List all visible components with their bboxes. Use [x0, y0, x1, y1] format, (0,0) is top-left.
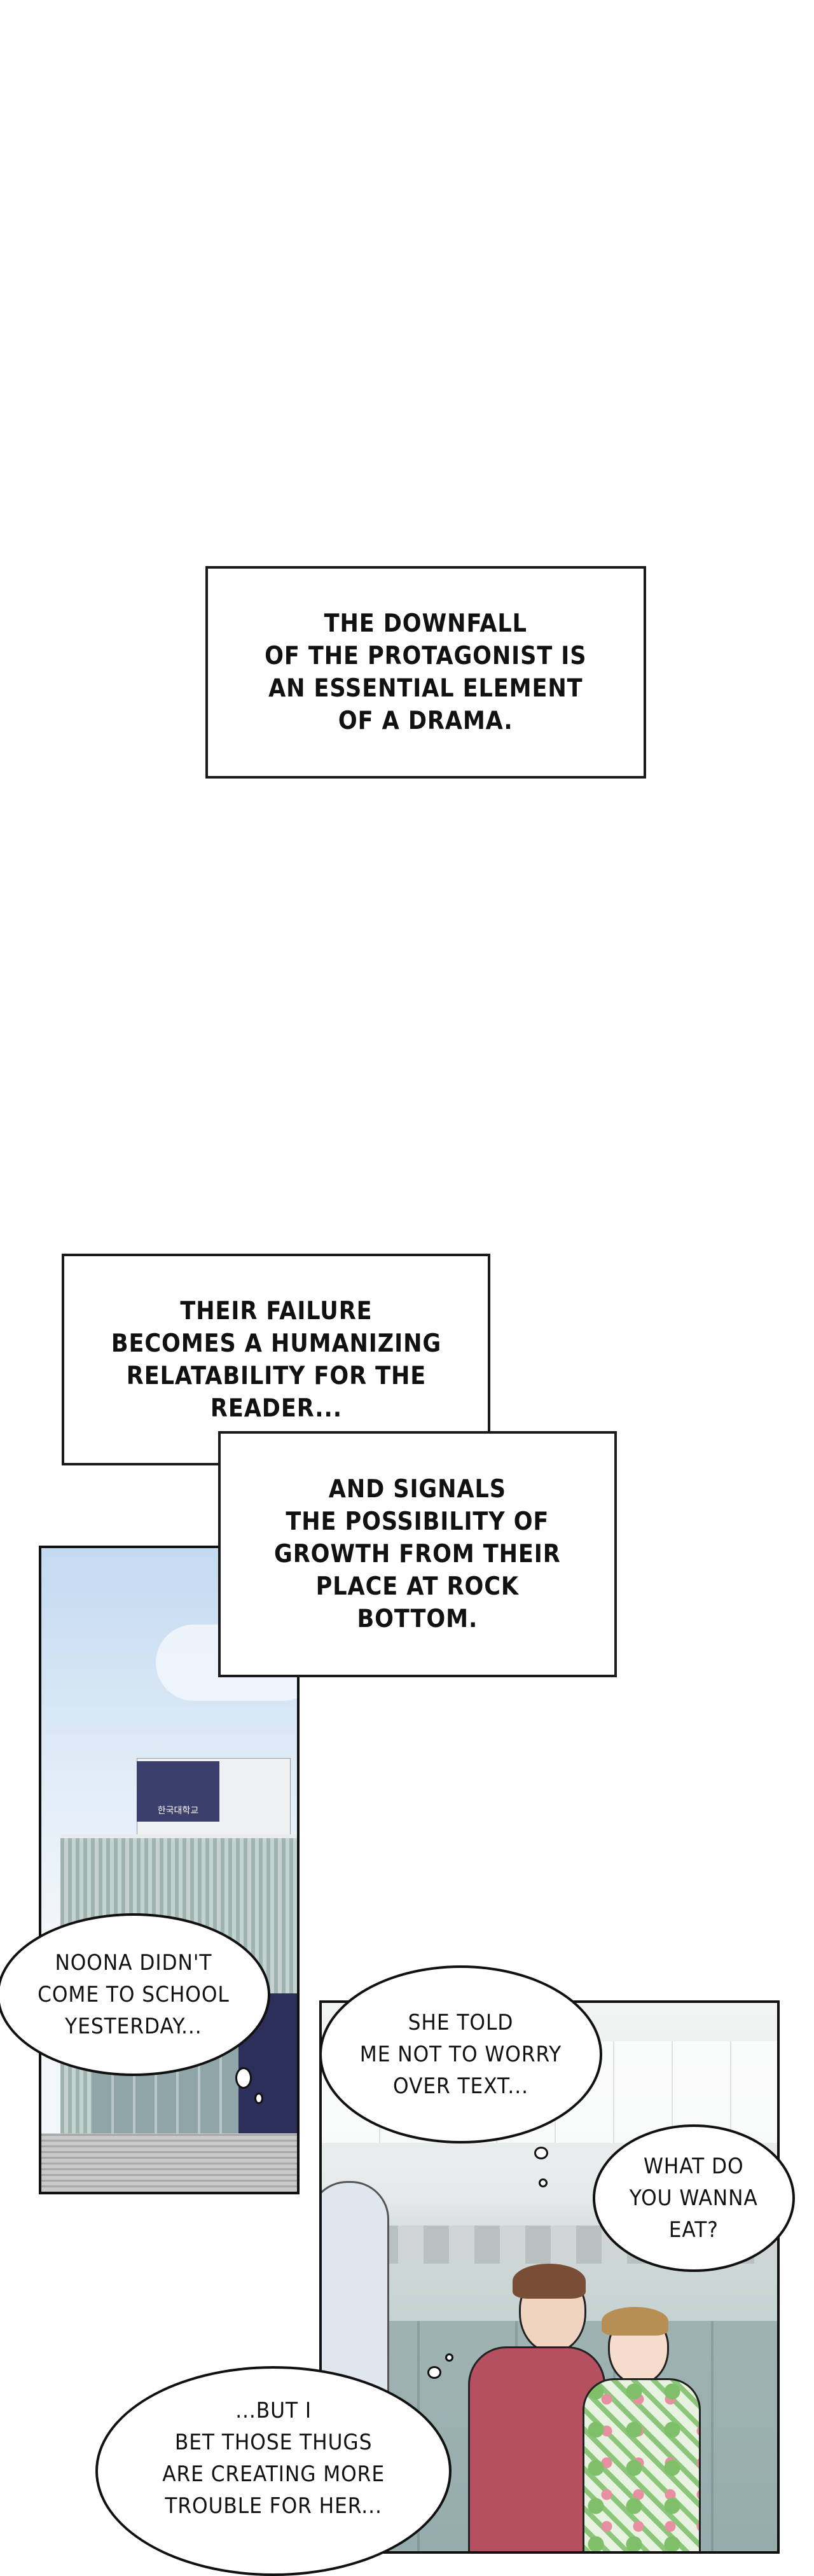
thought-dot — [445, 2353, 453, 2362]
thought-dot — [539, 2178, 548, 2187]
character-floral-hair — [602, 2307, 668, 2336]
character-hoodie-hair — [513, 2264, 586, 2299]
stairs — [41, 2133, 297, 2192]
character-floral-shirt — [583, 2378, 701, 2551]
thought-dot — [427, 2366, 441, 2379]
thought-dot — [254, 2093, 263, 2104]
thought-dot — [534, 2147, 548, 2159]
building-sign: 한국대학교 — [137, 1761, 219, 1822]
thought-dot — [235, 2067, 252, 2089]
